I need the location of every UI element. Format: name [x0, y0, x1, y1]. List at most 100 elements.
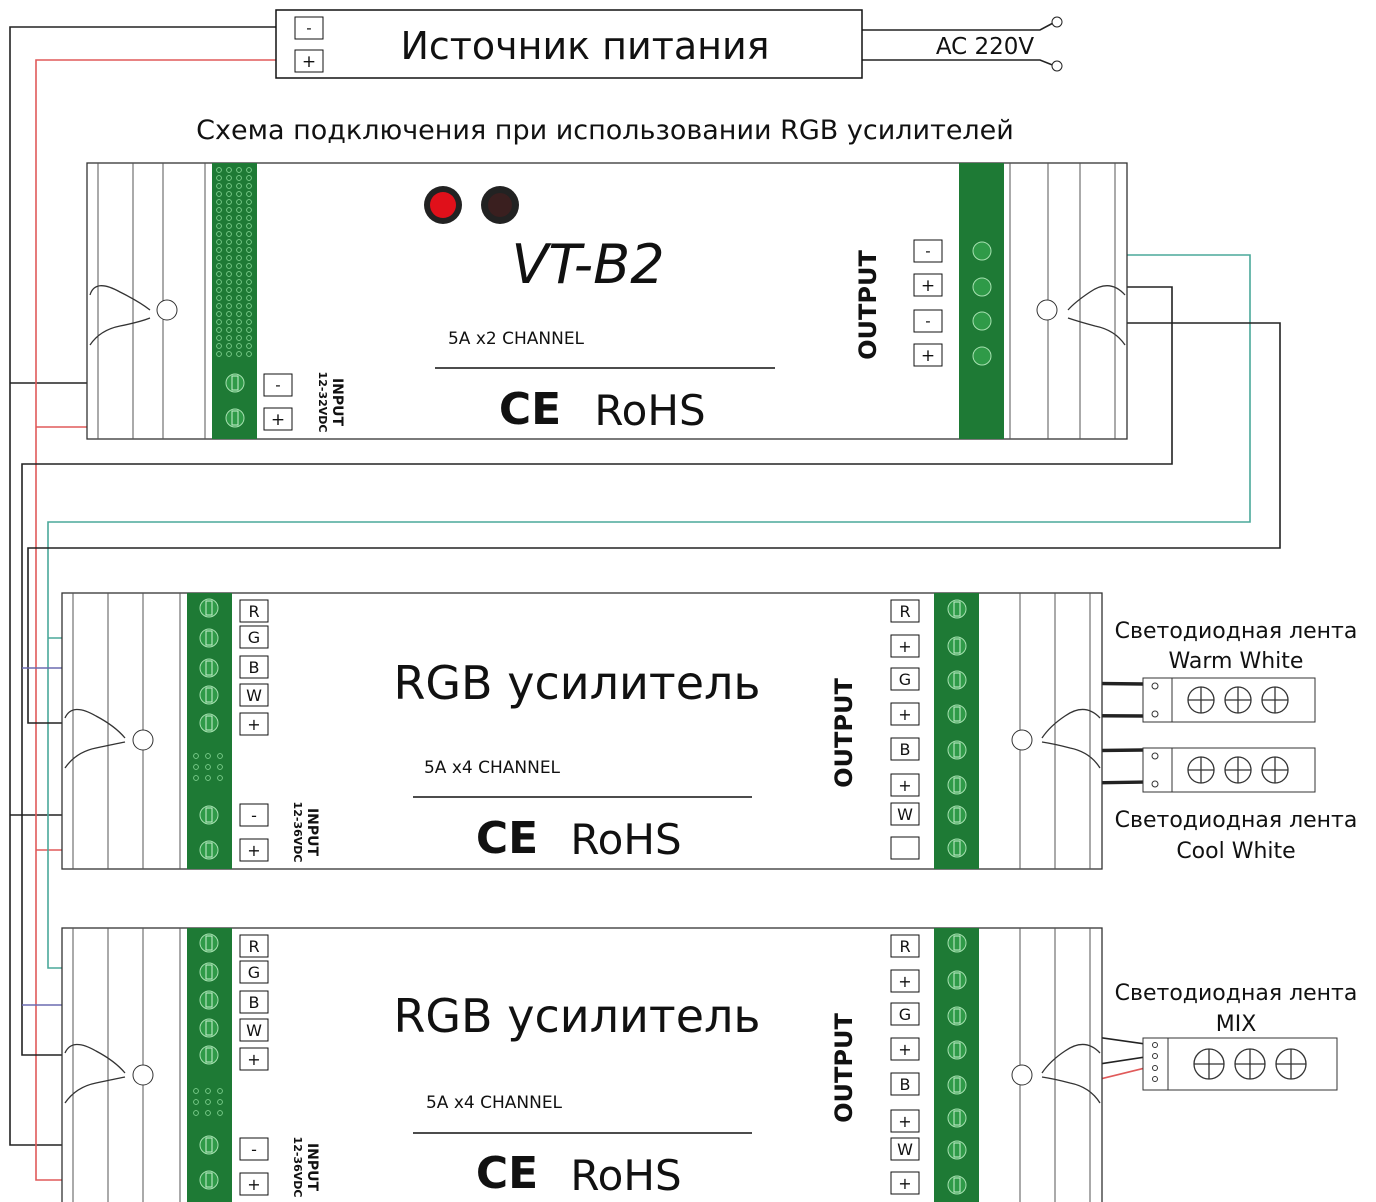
amp2-output-terminal-4-label: B [900, 1075, 911, 1094]
controller-mount-hook-right [1067, 285, 1126, 346]
terminal-screw-icon [947, 775, 967, 795]
controller-input-block [212, 163, 257, 439]
amp1-ce-mark: CE [476, 813, 538, 864]
mix-strip-label-2: MIX [1216, 1012, 1257, 1037]
amp1-power-terminal-0: - [239, 803, 269, 827]
controller-mount-hole-right [1036, 299, 1058, 321]
controller-input-terminal-plus [263, 407, 293, 431]
terminal-screw-icon [947, 1075, 967, 1095]
amp2-output-label: OUTPUT [830, 1013, 858, 1123]
amp1-mount-hole-left [132, 729, 154, 751]
amp1-output-terminal-2: G [890, 667, 920, 691]
amp1-output-terminal-5: + [890, 773, 920, 797]
amp2-rohs-mark: RoHS [570, 1151, 681, 1200]
amp2-input-terminal-0-label: R [248, 937, 259, 956]
amp1-rohs-mark: RoHS [570, 815, 681, 864]
led-strip-mix [1142, 1037, 1338, 1091]
amp2-input-terminal-3-label: W [246, 1021, 262, 1040]
amp2-input-terminal-3: W [239, 1018, 269, 1042]
amp1-output-terminal-2-label: G [899, 670, 911, 689]
controller-spec: 5A x2 CHANNEL [448, 329, 585, 349]
amp2-input-terminal-1: G [239, 960, 269, 984]
terminal-screw-icon [199, 1170, 219, 1190]
led-icon-group [1187, 686, 1289, 714]
amp1-output-block [934, 593, 979, 869]
ps-minus-label: - [306, 19, 311, 37]
amp1-input-label: INPUT [304, 808, 320, 857]
terminal-screw-icon [947, 970, 967, 990]
amp2-output-terminal-3: + [890, 1037, 920, 1061]
led-icon-group [1193, 1048, 1307, 1080]
controller-input-terminal-minus [263, 373, 293, 397]
amp2-ce-mark: CE [476, 1148, 538, 1199]
amp1-output-label: OUTPUT [830, 678, 858, 788]
amp1-input-terminal-4-label: + [247, 715, 260, 734]
terminal-screw-icon [947, 805, 967, 825]
amp1-title: RGB усилитель [393, 656, 760, 710]
ac-terminal-2 [1051, 60, 1063, 72]
terminal-screw-icon [947, 670, 967, 690]
amp1-output-terminal-4: B [890, 737, 920, 761]
amp2-output-terminal-0-label: R [899, 937, 910, 956]
terminal-screw-icon [947, 636, 967, 656]
amp2-title: RGB усилитель [393, 989, 760, 1043]
amp2-output-terminal-7-label: + [898, 1174, 911, 1193]
controller-output-label: OUTPUT [854, 250, 882, 360]
controller-ce-mark: CE [499, 384, 561, 435]
amp2-input-terminal-2: B [239, 990, 269, 1014]
svg-text:+: + [921, 276, 935, 296]
ps-title: Источник питания [400, 24, 769, 68]
svg-text:-: - [925, 242, 930, 260]
amp1-output-terminal-6-label: W [897, 805, 913, 824]
amp1-output-terminal-5-label: + [898, 776, 911, 795]
amp1-input-terminal-0: R [239, 599, 269, 623]
terminal-screw-icon [947, 704, 967, 724]
terminal-screw-icon [199, 658, 219, 678]
amp2-input-terminal-2-label: B [249, 993, 260, 1012]
amp1-output-terminal-3: + [890, 702, 920, 726]
terminal-screw-icon [947, 599, 967, 619]
amp1-output-terminal-7 [890, 836, 920, 860]
amp1-mount-hook-right [1041, 708, 1101, 769]
amp1-input-terminal-1: G [239, 625, 269, 649]
amp1-output-terminal-0: R [890, 599, 920, 623]
amp1-output-terminal-0-label: R [899, 602, 910, 621]
amp2-output-terminal-3-label: + [898, 1040, 911, 1059]
terminal-screw-icon [947, 1140, 967, 1160]
terminal-screw-icon [947, 1040, 967, 1060]
amp2-output-terminal-7: + [890, 1171, 920, 1195]
terminal-screw-icon [199, 962, 219, 982]
amp2-input-terminal-1-label: G [248, 963, 260, 982]
wire-out-ch1-black [21, 286, 1173, 1056]
ps-ac-label: AC 220V [936, 34, 1035, 60]
mix-strip-label-1: Светодиодная лента [1115, 981, 1358, 1006]
terminal-screw-icon [199, 805, 219, 825]
amp2-output-terminals: R + G + B + W + [890, 934, 920, 1195]
controller-input-screw-plus [225, 408, 245, 428]
terminal-screw-icon [199, 1135, 219, 1155]
amp2-output-terminal-2: G [890, 1002, 920, 1026]
wire-ac-2 [862, 59, 1056, 67]
amp1-output-terminal-6: W [890, 802, 920, 826]
amp2-output-terminal-5: + [890, 1109, 920, 1133]
amp2-power-terminal-0: - [239, 1137, 269, 1161]
amp2-input-label: INPUT [304, 1143, 320, 1192]
terminal-screw-icon [947, 933, 967, 953]
amp2-output-terminal-1-label: + [898, 972, 911, 991]
amp1-power-terminal-0-label: - [251, 806, 257, 825]
amp1-power-terminal-1-label: + [247, 841, 260, 860]
amp1-output-terminal-1: + [890, 634, 920, 658]
amp2-output-terminal-6-label: W [897, 1140, 913, 1159]
amp2-output-terminal-6: W [890, 1137, 920, 1161]
amp2-input-terminal-0: R [239, 934, 269, 958]
terminal-screw-icon [947, 740, 967, 760]
cool-strip-label-1: Светодиодная лента [1115, 808, 1358, 833]
terminal-screw-icon [199, 1018, 219, 1038]
controller-mount-hole-left [156, 299, 178, 321]
amp2-power-terminal-1-label: + [247, 1175, 260, 1194]
amp2-output-terminal-5-label: + [898, 1112, 911, 1131]
terminal-screw-icon [947, 1006, 967, 1026]
controller-input-dots [216, 167, 252, 357]
